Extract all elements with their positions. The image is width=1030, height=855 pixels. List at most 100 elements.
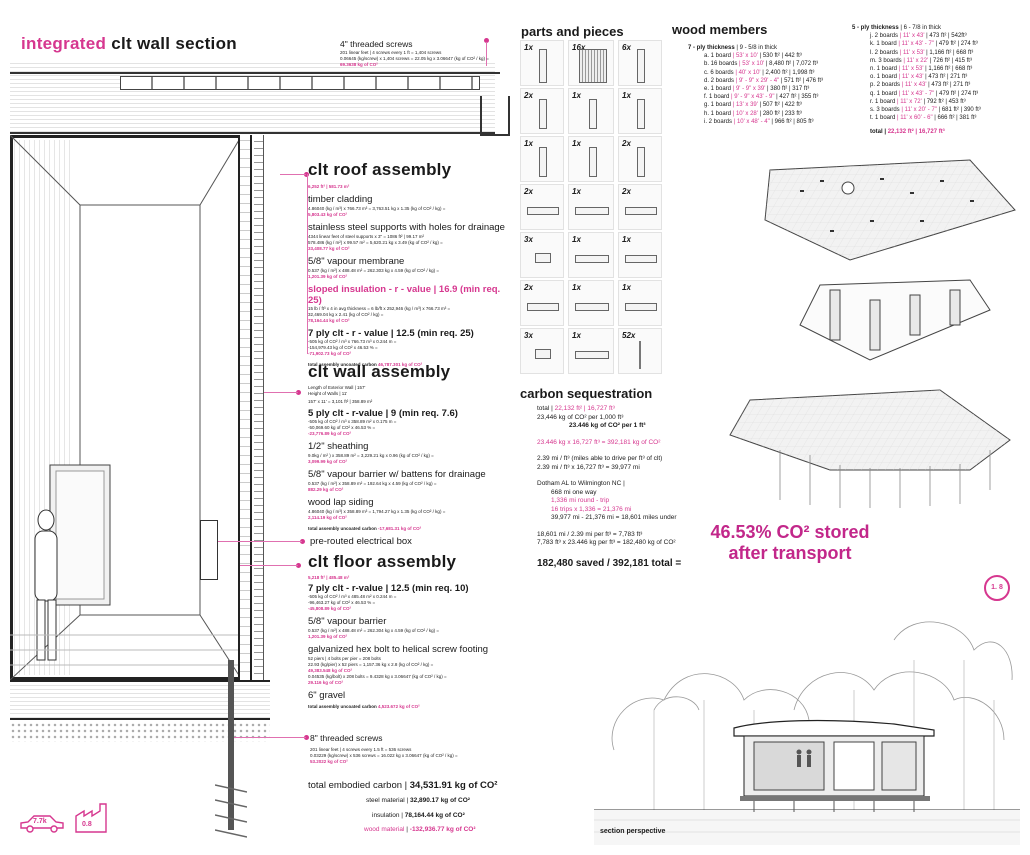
carbon-l13: 7,783 ft³ x 23.446 kg per ft³ = 182,480 …: [537, 539, 676, 546]
leader-electrical: [218, 541, 302, 542]
roof-layer-1: stainless steel supports with holes for …: [308, 222, 508, 252]
wood-member-row: p. 2 boards | 11' x 43' | 473 ft² | 271 …: [870, 82, 971, 89]
part-count: 1x: [572, 187, 581, 196]
screws-top-l3: 69.3638 kg of CO²: [340, 62, 378, 67]
wall-layer-1-l1: 0.537 (kg / m²) x 358.89 m² = 192.64 kg …: [308, 481, 437, 486]
part-count: 2x: [524, 283, 533, 292]
parts-grid: 1x 16x 6x 2x 1x 1x 1x 1x 2x 2x 1x 2x 3x …: [520, 40, 665, 380]
floor-layer-1: galvanized hex bolt to helical screw foo…: [308, 644, 508, 686]
leader-floor: [240, 565, 298, 566]
siding: [254, 135, 264, 680]
wood-seven-range: 9 - 5/8 in thick: [739, 45, 777, 51]
wood-member-area: 681 ft²: [941, 107, 959, 114]
part-shape: [575, 207, 609, 215]
pier-helix: [215, 784, 247, 838]
part-cell-20: 1x: [568, 328, 614, 374]
title-rest: clt wall section: [111, 34, 237, 53]
wall-dims-l1: Length of Exterior Wall | 157': [308, 385, 366, 390]
wood-member-row: d. 2 boards | 9' - 9" x 29' - 4" | 571 f…: [704, 77, 824, 84]
totals-row-1: insulation | 78,164.44 kg of CO²: [372, 811, 465, 819]
floor-layer-1-l5: 29.116 kg of CO²: [308, 680, 344, 685]
wood-member-key: h. 1 board: [704, 110, 732, 117]
wall-clt-name: 5 ply clt - r-value | 9 (min req. 7.6): [308, 408, 458, 419]
floor-clt-l2: -96,463.27 kg of CO² x 46.53 % =: [308, 600, 376, 605]
wood-total-value: 22,132 ft² | 16,727 ft³: [887, 129, 945, 136]
part-shape: [575, 255, 609, 263]
wood-member-area: 280 ft²: [762, 110, 780, 117]
wood-member-key: r. 1 board: [870, 98, 896, 105]
roof-top-line: [10, 72, 500, 74]
wood-member-key: p. 2 boards: [870, 82, 901, 89]
wood-member-row: r. 1 board | 11' x 72' | 792 ft² | 453 f…: [870, 98, 966, 105]
wood-member-dims: 11' x 43' - 7": [901, 41, 934, 48]
roof-clt-l2: -154,979.43 kg of CO² x 46.53 % =: [308, 345, 378, 350]
part-count: 1x: [572, 139, 581, 148]
wood-member-area: 1,166 ft²: [929, 49, 952, 56]
wood-total: total | 22,132 ft² | 16,727 ft³: [870, 129, 945, 136]
wood-member-volume: 271 ft³: [953, 82, 971, 89]
wood-member-dims: 10' x 28': [735, 110, 758, 117]
floor-total: total assembly uncoated carbon 4,523.672…: [308, 704, 508, 710]
wood-total-label: total: [870, 129, 883, 136]
leader-dot-screws-top: [484, 38, 489, 43]
screws-top-l2: 0.06645 (kg/screw) x 1,404 screws = 22.0…: [340, 56, 489, 61]
wood-member-volume: 233 ft³: [784, 110, 802, 117]
floor-total-label: total assembly uncoated carbon: [308, 704, 377, 709]
roof-total-value: 46,787.301 kg of CO²: [378, 362, 423, 367]
leader-dot-floor: [296, 563, 301, 568]
wood-member-dims: 53' x 10': [735, 53, 758, 60]
wood-member-area: 530 ft²: [762, 53, 780, 60]
wood-member-dims: 9' - 9" x 43' - 9": [734, 94, 775, 101]
wood-member-key: j. 2 boards: [870, 33, 899, 40]
wall-layer-1-l2: 882.29 kg of CO²: [308, 487, 344, 492]
roof-clt-l3: -71,902.73 kg of CO²: [308, 351, 352, 356]
roof-layer-1-name: stainless steel supports with holes for …: [308, 222, 505, 233]
wood-member-area: 473 ft²: [931, 82, 949, 89]
wall-layer-2-l1: 4.86040 (kg / m³) x 358.89 m³ = 1,794.27…: [308, 509, 446, 514]
part-cell-12: 2x: [618, 184, 662, 230]
part-shape: [589, 147, 597, 177]
carbon-l10: 16 trips x 1,336 = 21,376 mi: [551, 505, 632, 513]
part-cell-17: 1x: [568, 280, 614, 326]
part-cell-6: 1x: [618, 88, 662, 134]
wood-member-area: 8,480 ft²: [769, 61, 792, 68]
part-cell-13: 3x: [520, 232, 564, 278]
electrical-box: [200, 520, 218, 580]
carbon-l1: total | 22,132 ft² | 16,727 ft³: [537, 405, 615, 412]
part-cell-14: 1x: [568, 232, 614, 278]
clt-wall-panel: [238, 135, 252, 680]
totals-row-0-value: 32,890.17 kg of CO²: [409, 797, 470, 804]
totals-row-2: wood material | -132,936.77 kg of CO²: [364, 826, 476, 833]
wood-member-row: t. 1 board | 11' x 60' - 6" | 666 ft² | …: [870, 115, 977, 122]
part-count: 2x: [622, 187, 631, 196]
part-count: 1x: [524, 139, 533, 148]
wood-member-key: l. 2 boards: [870, 49, 899, 56]
wood-seven-title: 7 - ply thickness | 9 - 5/8 in thick: [688, 45, 777, 51]
part-shape: [625, 255, 657, 263]
wood-member-row: s. 3 boards | 11' x 20' - 7" | 681 ft² |…: [870, 107, 981, 114]
wall-total-value: -17,681.31 kg of CO²: [378, 526, 422, 531]
wood-member-volume: 317 ft³: [792, 86, 810, 93]
roof-total: total assembly uncoated carbon 46,787.30…: [308, 362, 508, 368]
page-title: integrated clt wall section: [21, 34, 237, 54]
carbon-l12: 18,601 mi / 2.39 mi per ft³ = 7,783 ft³: [537, 530, 643, 538]
wood-member-area: 479 ft²: [939, 90, 957, 97]
wood-member-dims: 9' - 9" x 29' - 4": [738, 77, 780, 84]
wood-member-dims: 11' x 43': [902, 33, 925, 40]
wood-member-dims: 10' x 48' - 4": [736, 118, 770, 125]
wood-member-volume: 422 ft³: [784, 102, 802, 109]
part-count: 2x: [524, 187, 533, 196]
wall-total: total assembly uncoated carbon -17,681.3…: [308, 526, 508, 532]
wood-member-volume: 542ft³: [951, 33, 967, 40]
roof-layer-0-l2: 5,803.43 kg of CO²: [308, 212, 348, 217]
part-count: 1x: [572, 331, 581, 340]
roof-area: 6,252 ft² | 581.73 m²: [308, 184, 350, 189]
wall-layer-2: wood lap siding 4.86040 (kg / m³) x 358.…: [308, 497, 508, 521]
roof-layer-1-l2: 578.486 (kg / m²) x 99.57 m² = 5,620.21 …: [308, 240, 443, 245]
wood-member-dims: 11' x 20' - 7": [904, 107, 937, 114]
leader-dot-screws-bottom: [304, 735, 309, 740]
car-badge-value: 7.7k: [33, 818, 47, 825]
part-count: 1x: [622, 235, 631, 244]
carbon-l5: 2.39 mi / ft³ (miles able to drive per f…: [537, 455, 663, 462]
wood-member-row: o. 1 board | 11' x 43' | 473 ft² | 271 f…: [870, 74, 968, 81]
